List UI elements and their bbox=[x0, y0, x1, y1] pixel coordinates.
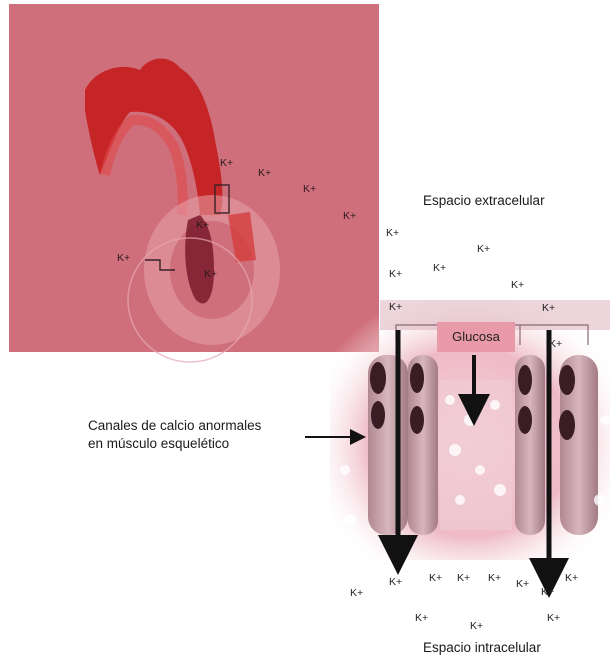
k-ion-panel-4: K+ bbox=[343, 210, 356, 222]
k-ion-intra-6: K+ bbox=[565, 572, 578, 584]
k-ion-panel-2: K+ bbox=[258, 167, 271, 179]
k-ion-intra-10: K+ bbox=[547, 612, 560, 624]
k-ion-extra-5: K+ bbox=[511, 279, 524, 291]
k-ion-intra-8: K+ bbox=[415, 612, 428, 624]
k-ion-intra-1: K+ bbox=[389, 576, 402, 588]
k-ion-panel-6: K+ bbox=[117, 252, 130, 264]
k-ion-intra-2: K+ bbox=[429, 572, 442, 584]
k-ion-panel-5: K+ bbox=[196, 219, 209, 231]
k-ion-panel-7: K+ bbox=[204, 268, 217, 280]
extracellular-space-label: Espacio extracelular bbox=[423, 193, 545, 208]
channels-label-line1: Canales de calcio anormales bbox=[88, 417, 261, 435]
k-ion-intra-3: K+ bbox=[457, 572, 470, 584]
k-ion-intra-11: K+ bbox=[541, 586, 554, 598]
k-ion-extra-1: K+ bbox=[386, 227, 399, 239]
k-ion-extra-4: K+ bbox=[389, 268, 402, 280]
k-ion-extra-3: K+ bbox=[433, 262, 446, 274]
k-ion-intra-7: K+ bbox=[350, 587, 363, 599]
abnormal-calcium-channels-label: Canales de calcio anormales en músculo e… bbox=[88, 417, 261, 453]
glucose-label: Glucosa bbox=[437, 322, 515, 352]
k-ion-extra-8: K+ bbox=[549, 338, 562, 350]
k-ion-extra-7: K+ bbox=[542, 302, 555, 314]
k-ion-intra-5: K+ bbox=[516, 578, 529, 590]
k-ion-intra-9: K+ bbox=[470, 620, 483, 632]
k-ion-panel-3: K+ bbox=[303, 183, 316, 195]
intracellular-space-label: Espacio intracelular bbox=[423, 640, 541, 655]
k-ion-panel-1: K+ bbox=[220, 157, 233, 169]
k-ion-extra-2: K+ bbox=[477, 243, 490, 255]
channels-label-line2: en músculo esquelético bbox=[88, 435, 261, 453]
k-ion-extra-6: K+ bbox=[389, 301, 402, 313]
k-ion-intra-4: K+ bbox=[488, 572, 501, 584]
muscle-fiber-illustration bbox=[85, 58, 267, 362]
